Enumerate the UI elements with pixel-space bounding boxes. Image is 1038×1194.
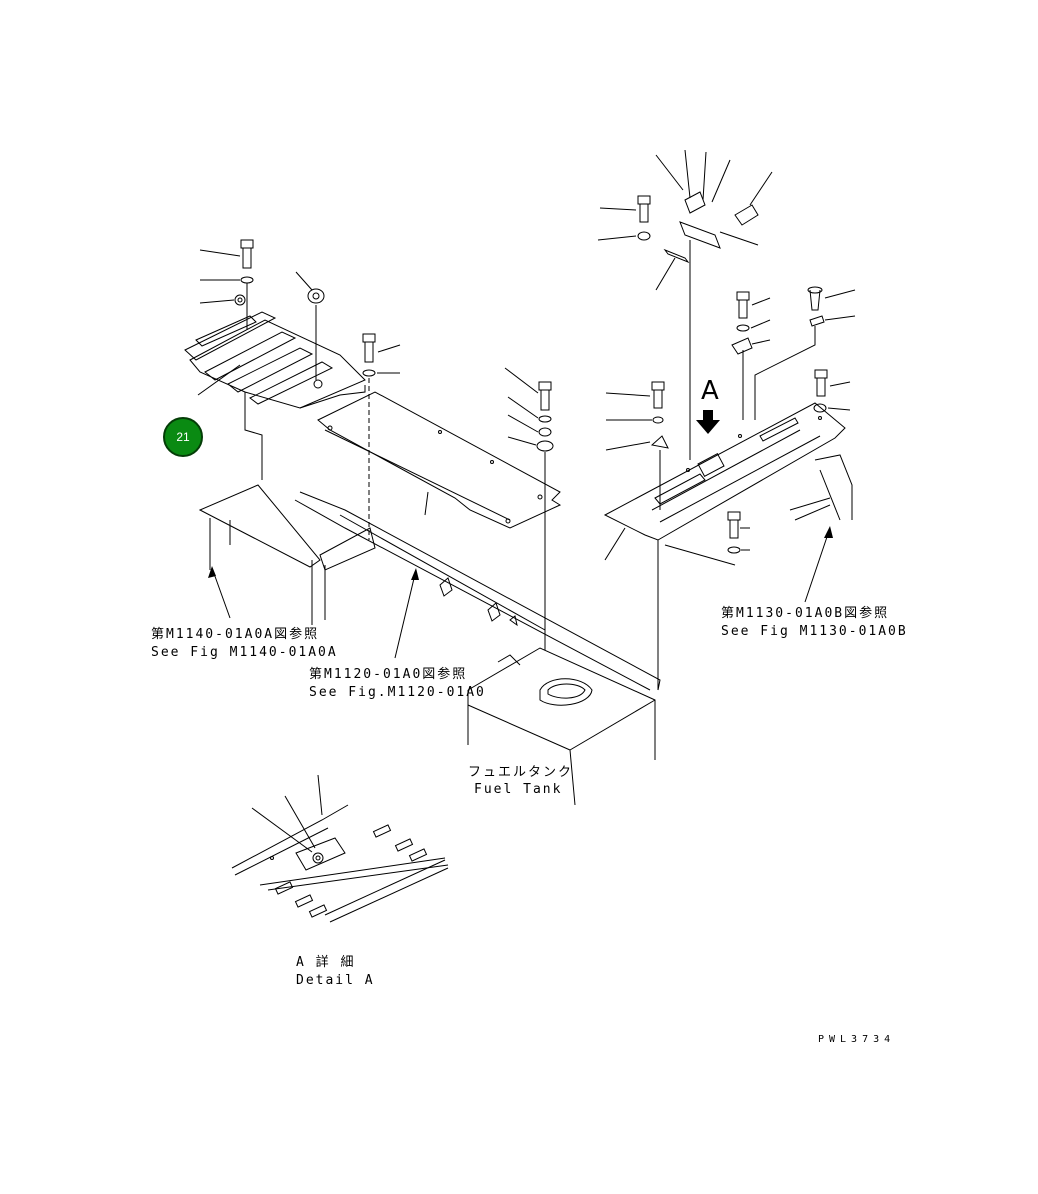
detail-a-view (231, 774, 449, 923)
left-step-assembly (184, 311, 366, 480)
fasteners (234, 191, 828, 690)
ref-m1130-jp: 第M1130-01A0B図参照 (721, 606, 890, 621)
arrowheads (208, 526, 833, 580)
ref-m1130-en: See Fig M1130-01A0B (721, 624, 908, 639)
detail-a-label-en: Detail A (296, 973, 375, 988)
ref-m1140-en: See Fig M1140-01A0A (151, 645, 338, 660)
leader-lines (197, 149, 856, 659)
ref-m1120-en: See Fig.M1120-01A0 (309, 685, 486, 700)
part-number-badge[interactable]: 21 (163, 417, 203, 457)
ref-m1120-jp: 第M1120-01A0図参照 (309, 667, 468, 682)
ref-m1140-jp: 第M1140-01A0A図参照 (151, 627, 320, 642)
view-arrow-down (696, 410, 720, 434)
fuel-tank-label-jp: フュエルタンク (468, 765, 574, 780)
right-floor-plate (603, 402, 846, 566)
detail-a-label-jp: A 詳 細 (296, 955, 356, 970)
center-floor-plate (317, 391, 562, 529)
frame-rails (198, 454, 853, 691)
fuel-tank (467, 647, 656, 806)
drawing-code: PWL3734 (818, 1034, 896, 1045)
view-label: A (701, 376, 719, 406)
fuel-tank-label-en: Fuel Tank (474, 782, 563, 797)
